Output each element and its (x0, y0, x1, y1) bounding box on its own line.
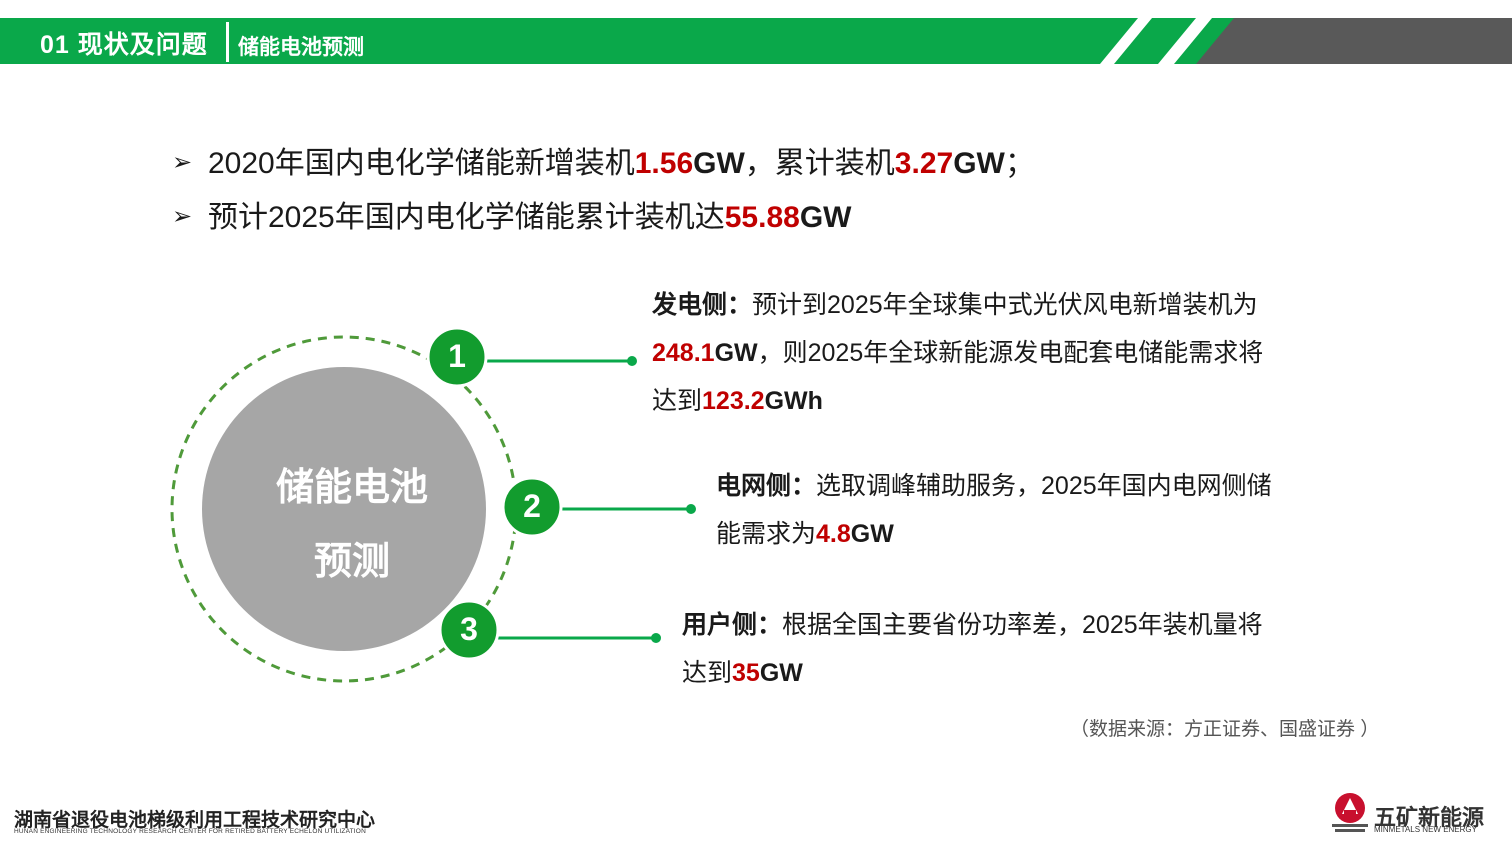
item-text: 预计到2025年全球集中式光伏风电新增装机为 (752, 291, 1258, 319)
item-line: 248.1GW，则2025年全球新能源发电配套电储能需求将 (652, 329, 1372, 377)
section-title: 01 现状及问题 (40, 31, 208, 59)
bullet-value: 55.88 (724, 201, 800, 234)
header-bar: 01 现状及问题 储能电池预测 (0, 18, 1512, 64)
arrow-bullet-icon: ➢ (172, 203, 193, 230)
bullet-value: 1.56 (634, 147, 694, 180)
item-grid-side: 电网侧：选取调峰辅助服务，2025年国内电网侧储 能需求为4.8GW (716, 462, 1356, 558)
item-value: 123.2 (702, 387, 765, 415)
item-unit: GW (850, 520, 894, 548)
bullet-text: 预计2025年国内电化学储能累计装机达 (208, 201, 725, 234)
org-name-en: HUNAN ENGINEERING TECHNOLOGY RESEARCH CE… (14, 828, 366, 835)
item-unit: GWh (764, 387, 823, 415)
minmetals-logo-icon (1332, 793, 1368, 832)
bullet-value: 3.27 (894, 147, 954, 180)
connector-dot-3 (651, 633, 661, 643)
item-line: 能需求为4.8GW (716, 510, 1356, 558)
item-line: 达到35GW (682, 649, 1362, 697)
arrow-bullet-icon: ➢ (172, 149, 193, 176)
item-text: 选取调峰辅助服务，2025年国内电网侧储 (816, 472, 1272, 500)
center-label-line1: 储能电池 (275, 467, 428, 509)
bullet-text: ； (1004, 147, 1035, 180)
number-badge-2 (501, 476, 563, 538)
item-text: 达到 (682, 659, 733, 687)
bullet-2: ➢ 预计2025年国内电化学储能累计装机达55.88GW (172, 192, 851, 236)
item-line: 用户侧：根据全国主要省份功率差，2025年装机量将 (682, 601, 1362, 649)
bullet-unit: GW (693, 147, 745, 180)
item-line: 电网侧：选取调峰辅助服务，2025年国内电网侧储 (716, 462, 1356, 510)
item-label: 用户侧： (682, 611, 783, 639)
bullet-text: 2020年国内电化学储能新增装机 (208, 147, 635, 180)
item-value: 4.8 (816, 520, 851, 548)
header-divider (226, 22, 229, 62)
logo-text-en: MINMETALS NEW ENERGY (1374, 825, 1477, 834)
number-badge-1 (426, 326, 488, 388)
number-badge-3 (438, 599, 500, 661)
item-value: 35 (732, 659, 760, 687)
connector-dot-2 (686, 504, 696, 514)
number-label-1: 1 (448, 338, 466, 374)
center-label-line2: 预测 (313, 541, 390, 583)
item-value: 248.1 (652, 339, 715, 367)
item-text: ，则2025年全球新能源发电配套电储能需求将 (757, 339, 1264, 367)
header-stripes (1100, 18, 1512, 64)
item-unit: GW (759, 659, 803, 687)
item-line: 达到123.2GWh (652, 377, 1372, 425)
number-label-3: 3 (460, 611, 478, 647)
bullet-unit: GW (799, 201, 852, 234)
bullet-text: ，累计装机 (744, 147, 895, 180)
item-unit: GW (714, 339, 758, 367)
item-text: 能需求为 (716, 520, 817, 548)
item-label: 发电侧： (652, 291, 753, 319)
number-label-2: 2 (523, 488, 541, 524)
org-name-cn: 湖南省退役电池梯级利用工程技术研究中心 (14, 810, 376, 831)
logo-text-cn: 五矿新能源 (1374, 805, 1485, 830)
page-title: 储能电池预测 (238, 36, 364, 59)
item-generation-side: 发电侧：预计到2025年全球集中式光伏风电新增装机为 248.1GW，则2025… (652, 281, 1372, 425)
data-source-note: （数据来源：方正证券、国盛证券 ） (1070, 719, 1380, 740)
connector-dot-1 (627, 356, 637, 366)
bullet-unit: GW (953, 147, 1005, 180)
item-line: 发电侧：预计到2025年全球集中式光伏风电新增装机为 (652, 281, 1372, 329)
item-text: 达到 (652, 387, 703, 415)
bullet-1: ➢2020年国内电化学储能新增装机1.56GW，累计装机3.27GW； (172, 138, 1035, 182)
item-text: 根据全国主要省份功率差，2025年装机量将 (782, 611, 1263, 639)
center-circle (202, 367, 486, 651)
item-user-side: 用户侧：根据全国主要省份功率差，2025年装机量将 达到35GW (682, 601, 1362, 697)
item-label: 电网侧： (716, 472, 817, 500)
